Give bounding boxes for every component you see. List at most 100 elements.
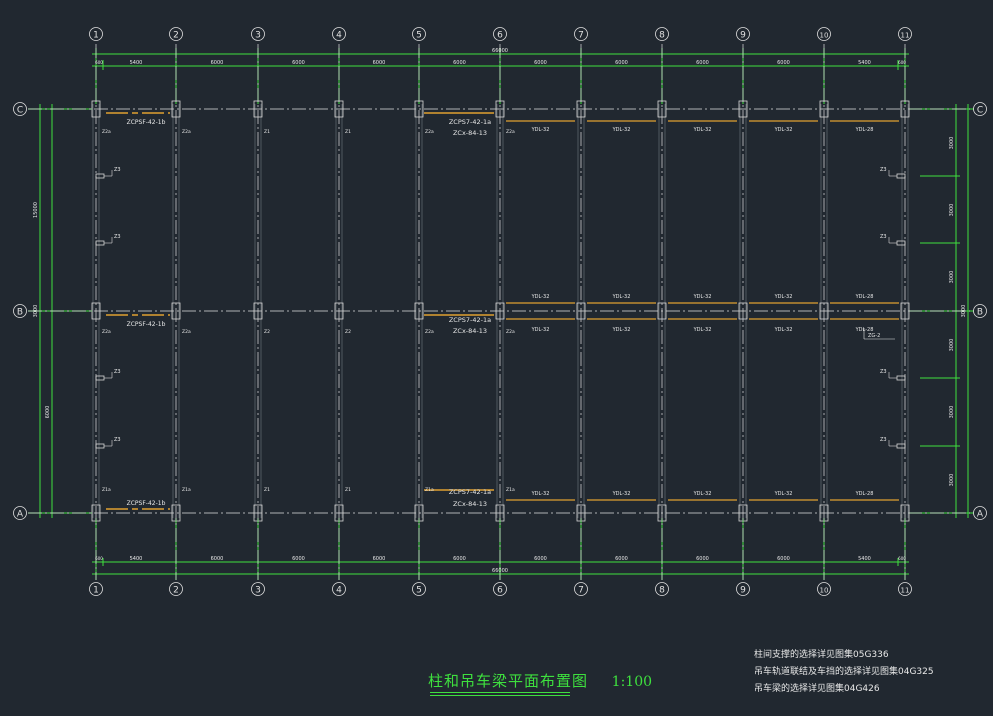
axis-bubble-3	[251, 582, 265, 596]
runway-beam-label: YDL-32	[693, 294, 712, 300]
dim-left-bottom: 6000	[45, 406, 51, 419]
columns	[91, 100, 910, 522]
column	[334, 504, 344, 522]
column	[738, 504, 748, 522]
axis-bubble-label-10: 10	[820, 32, 829, 40]
gable-column-label: Z3	[880, 369, 887, 375]
axis-bubble-2	[169, 27, 183, 41]
axis-bubble-5	[412, 582, 426, 596]
dim-bay-bottom: 6000	[211, 556, 224, 562]
column-tag: Z2	[345, 329, 351, 335]
axis-bubble-label-6: 6	[497, 31, 503, 41]
axis-bubble-label-7: 7	[578, 31, 584, 41]
drawing-scale: 1:100	[611, 674, 653, 690]
dim-bay-bottom: 6000	[373, 556, 386, 562]
axis-bubble-1	[89, 27, 103, 41]
row-bubble-label-A: A	[977, 510, 984, 520]
dim-offset-top: 600	[95, 60, 103, 65]
axis-bubble-11	[898, 582, 912, 596]
row-bubble-label-C: C	[17, 106, 23, 116]
dim-left-total: 15000	[33, 202, 39, 218]
row-bubble-label-B: B	[977, 308, 983, 318]
axis-bubble-4	[332, 27, 346, 41]
gable-column-label: Z3	[114, 369, 121, 375]
runway-beam-label: YDL-32	[531, 294, 550, 300]
column	[253, 504, 263, 522]
column-tag: Z2a	[425, 129, 434, 135]
column-tag: Z1	[264, 129, 270, 135]
dim-right-span: 3000	[949, 339, 955, 352]
column-tag: Z2a	[425, 329, 434, 335]
column	[171, 504, 181, 522]
axis-bubble-label-5: 5	[416, 31, 422, 41]
column	[495, 100, 505, 118]
column	[900, 100, 910, 118]
axis-bubble-label-1: 1	[93, 31, 99, 41]
column	[657, 504, 667, 522]
dim-offset-bottom: 600	[95, 556, 103, 561]
runway-beam-label: YDL-28	[855, 491, 874, 497]
column-tag: Z2a	[182, 129, 191, 135]
drawing-title: 柱和吊车梁平面布置图	[428, 672, 589, 690]
title-underline-2	[430, 695, 570, 696]
row-bubble-C	[973, 102, 987, 116]
runway-beam-label: YDL-32	[693, 327, 712, 333]
note-line: 吊车轨道联结及车挡的选择详见图集04G325	[754, 667, 934, 677]
dim-right-span: 3000	[949, 474, 955, 487]
runway-beam-label: YDL-32	[774, 327, 793, 333]
column-tag: Z1	[345, 487, 351, 493]
runway-beam-label: YDL-32	[693, 491, 712, 497]
axis-bubble-label-5: 5	[416, 586, 422, 596]
dim-offset-bottom: 600	[898, 556, 906, 561]
dim-bay-top: 6000	[534, 60, 547, 66]
row-bubble-A	[13, 506, 27, 520]
axis-bubble-6	[493, 582, 507, 596]
column	[414, 504, 424, 522]
runway-beam-label: YDL-32	[612, 491, 631, 497]
column-tag: Z2a	[506, 129, 515, 135]
title-underline-1	[430, 692, 570, 693]
grid-lines	[28, 44, 970, 580]
axis-bubble-10	[817, 27, 831, 41]
column	[657, 302, 667, 320]
column	[819, 302, 829, 320]
runway-beam-label: YDL-32	[612, 294, 631, 300]
row-bubble-C	[13, 102, 27, 116]
axis-bubble-label-11: 11	[901, 587, 910, 595]
column-tag: Z2a	[102, 129, 111, 135]
dim-bay-top: 6000	[373, 60, 386, 66]
gable-column	[95, 375, 105, 381]
runway-beam-label: YDL-32	[774, 294, 793, 300]
crane-beam-mid-label-2: ZCx-84-13	[453, 500, 487, 508]
gable-column-label: Z3	[114, 234, 121, 240]
gable-column	[95, 240, 105, 246]
column	[900, 302, 910, 320]
column	[819, 504, 829, 522]
column-tag: Z1	[345, 129, 351, 135]
crane-beam-left-label: ZCPSF-42-1b	[127, 321, 166, 328]
dim-bay-bottom: 5400	[858, 556, 871, 562]
column-tag: Z2a	[506, 329, 515, 335]
column	[900, 504, 910, 522]
drawing-title-block: 柱和吊车梁平面布置图 1:100	[428, 670, 652, 691]
crane-beam-mid-label: ZCPS7-42-1a	[449, 118, 491, 126]
column-tag: Z2	[264, 329, 270, 335]
axis-bubble-7	[574, 582, 588, 596]
gable-column	[896, 443, 906, 449]
axis-bubble-5	[412, 27, 426, 41]
column-tag: Z1a	[102, 487, 111, 493]
gable-column-label: Z3	[880, 234, 887, 240]
column	[576, 504, 586, 522]
runway-beam-label: YDL-32	[612, 327, 631, 333]
dim-bay-bottom: 6000	[453, 556, 466, 562]
dim-bay-top: 6000	[211, 60, 224, 66]
row-bubble-label-C: C	[977, 106, 983, 116]
note-line: 柱间支撑的选择详见图集05G336	[754, 650, 889, 660]
column	[334, 100, 344, 118]
axis-bubble-label-6: 6	[497, 586, 503, 596]
axis-bubble-label-11: 11	[901, 32, 910, 40]
runway-beam-label: YDL-32	[531, 127, 550, 133]
